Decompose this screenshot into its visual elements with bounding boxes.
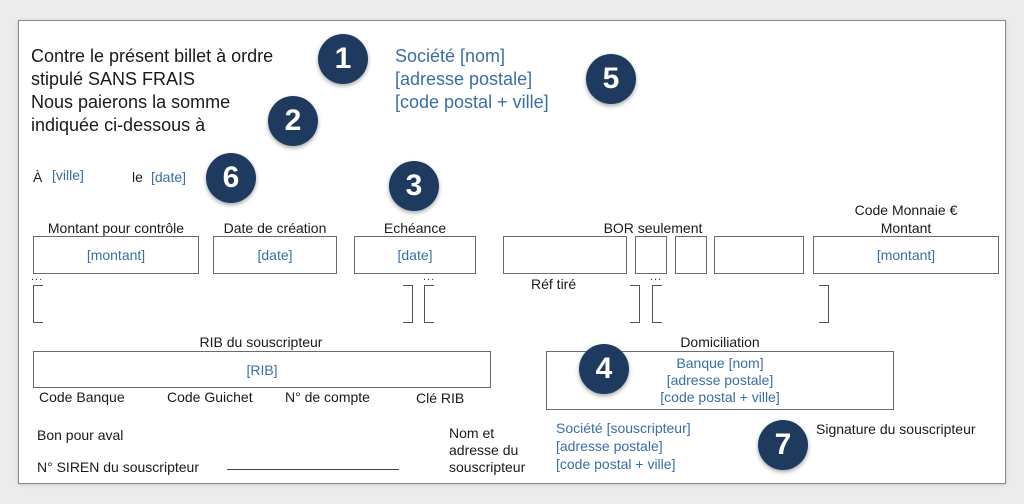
beneficiary-block: Société [nom] [adresse postale] [code po…	[395, 45, 549, 114]
date-value: [date]	[151, 169, 187, 185]
bracket-left-1	[33, 285, 43, 323]
cle-rib-label: Clé RIB	[416, 390, 465, 406]
dots-1: ...	[31, 271, 44, 283]
place-label: À	[33, 169, 43, 185]
beneficiary-city: [code postal + ville]	[395, 92, 549, 112]
bor-field-4[interactable]	[714, 236, 804, 274]
siren-line[interactable]	[227, 469, 399, 470]
echeance-field[interactable]: [date]	[354, 236, 476, 274]
ref-tire-label: Réf tiré	[531, 276, 577, 292]
domiciliation-label: Domiciliation	[680, 334, 760, 350]
bor-field-2[interactable]	[635, 236, 667, 274]
bank-address: [adresse postale]	[666, 372, 774, 388]
montant-controle-label: Montant pour contrôle	[47, 220, 185, 236]
bracket-right-3	[819, 285, 829, 323]
promissory-note-form: Contre le présent billet à ordre stipulé…	[18, 20, 1006, 484]
code-monnaie-label: Code Monnaie €	[854, 202, 958, 218]
code-banque-label: Code Banque	[39, 389, 125, 405]
date-label: le	[132, 169, 143, 185]
date-creation-field[interactable]: [date]	[213, 236, 337, 274]
intro-text: Contre le présent billet à ordre stipulé…	[31, 45, 273, 137]
bank-city: [code postal + ville]	[660, 389, 780, 405]
date-creation-label: Date de création	[223, 220, 327, 236]
signature-label: Signature du souscripteur	[816, 421, 976, 437]
beneficiary-name: Société [nom]	[395, 46, 506, 66]
bracket-right-1	[403, 285, 413, 323]
badge-1: 1	[318, 34, 368, 84]
rib-field[interactable]: [RIB]	[33, 351, 491, 388]
num-compte-label: N° de compte	[285, 389, 370, 405]
intro-line-2: stipulé SANS FRAIS	[31, 69, 196, 89]
bracket-right-2	[630, 285, 640, 323]
montant-field[interactable]: [montant]	[813, 236, 999, 274]
bracket-left-3	[652, 285, 662, 323]
nom-adresse-label: Nom et adresse du souscripteur	[449, 425, 525, 476]
badge-2: 2	[268, 96, 318, 146]
badge-6: 6	[206, 153, 256, 203]
badge-4: 4	[579, 344, 629, 394]
nom-adresse-line-2: adresse du	[449, 442, 519, 458]
intro-line-4: indiquée ci-dessous à	[31, 115, 206, 135]
echeance-label: Echéance	[383, 220, 447, 236]
place-value: [ville]	[52, 167, 84, 183]
souscripteur-block: Société [souscripteur] [adresse postale]…	[556, 419, 691, 473]
badge-3: 3	[389, 161, 439, 211]
intro-line-3: Nous paierons la somme	[31, 92, 231, 112]
badge-5: 5	[586, 54, 636, 104]
bor-field-1[interactable]	[503, 236, 627, 274]
bor-label: BOR seulement	[603, 220, 703, 236]
siren-label: N° SIREN du souscripteur	[37, 459, 199, 475]
code-guichet-label: Code Guichet	[167, 389, 253, 405]
intro-line-1: Contre le présent billet à ordre	[31, 46, 274, 66]
nom-adresse-line-3: souscripteur	[449, 459, 526, 475]
dots-2: ...	[423, 271, 436, 283]
bor-field-3[interactable]	[675, 236, 707, 274]
souscripteur-name: Société [souscripteur]	[556, 420, 691, 436]
rib-label: RIB du souscripteur	[199, 334, 323, 350]
nom-adresse-line-1: Nom et	[449, 425, 495, 441]
montant-controle-field[interactable]: [montant]	[33, 236, 199, 274]
badge-7: 7	[758, 420, 808, 470]
bon-pour-aval-label: Bon pour aval	[37, 427, 124, 443]
dots-3: ...	[650, 271, 663, 283]
bracket-left-2	[424, 285, 434, 323]
souscripteur-city: [code postal + ville]	[556, 456, 676, 472]
code-monnaie-block: Code Monnaie € Montant	[813, 201, 999, 237]
montant-label: Montant	[880, 220, 932, 236]
bank-name: Banque [nom]	[676, 355, 764, 371]
beneficiary-address: [adresse postale]	[395, 69, 533, 89]
souscripteur-address: [adresse postale]	[556, 438, 663, 454]
